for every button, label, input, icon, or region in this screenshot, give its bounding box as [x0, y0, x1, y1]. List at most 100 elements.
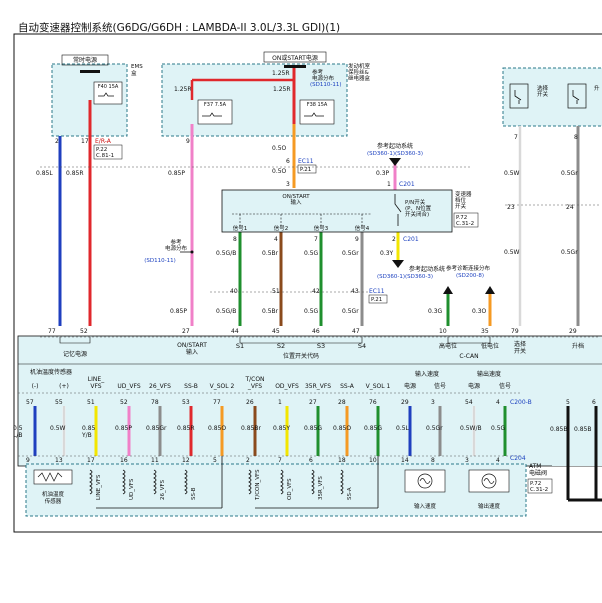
output-speed-header: 输出速度 [477, 370, 501, 378]
pn-switch-label: P/N开关(P、N位置开关闭合) [405, 198, 432, 218]
lower-pin-top-2: 51 [87, 399, 95, 406]
pin-9: 9 [186, 138, 190, 145]
tcm-pin-45: 45 [272, 328, 280, 335]
right-ground-group: 5 6 0.85B 0.85B [550, 393, 602, 502]
line_vfs-coil-icon [89, 469, 93, 495]
od-vfs-header: OD_VFS [275, 383, 299, 390]
fuse-f38-icon [304, 112, 324, 117]
tcm-pin-46: 46 [312, 328, 320, 335]
lower-pin-bot-1: 13 [55, 457, 63, 464]
label-s2: S2 [277, 342, 285, 350]
input_speed-sensor-label: 输入速度 [414, 502, 437, 510]
tcm-pin-27: 27 [182, 328, 190, 335]
wire-label-085p: 0.85P [168, 170, 185, 177]
select-switch-label: 选择开关 [537, 84, 549, 98]
oil-temp-sensor-label: 机油温度 [42, 490, 65, 498]
lower-pin-top-3: 52 [120, 399, 128, 406]
lower-pin-bot-3: 16 [120, 457, 128, 464]
ud-vfs-header: UD_VFS [117, 383, 140, 390]
od_vfs-coil-icon [280, 469, 284, 495]
ref-power-dist-label: 参考电源分布 [312, 68, 335, 82]
pin-2: 2 [55, 138, 59, 145]
wire-label-03y: 0.3Y [380, 250, 394, 257]
lower-wire-label-9: 0.85G [304, 425, 322, 432]
lower-wire-label-8: 0.85Y [273, 425, 290, 432]
lower-pin-top-15: 4 [496, 399, 500, 406]
oil-temp-sensor-icon [33, 469, 73, 485]
lower-headers: 机油温度传感器 (-) (+) LINE_VFS UD_VFS 26_VFS S… [30, 368, 511, 390]
inhibitor-signal-4: 信号4 [355, 224, 370, 232]
od_vfs-coil-label: OD_VFS [287, 478, 293, 500]
up-switch-label: 升 [594, 84, 600, 92]
26_vfs-coil-label: 26_VFS [160, 479, 166, 500]
memory-power-label: 记忆电源 [63, 350, 87, 358]
connector-c204: C204 [510, 455, 526, 462]
lower-pin-top-9: 27 [309, 399, 317, 406]
wire-label-085p-2: 0.85P [170, 308, 187, 315]
lower-wire-label-5: 0.85R [177, 425, 195, 432]
connector-ec11: EC11 [298, 158, 314, 165]
ssa-coil-icon [340, 469, 344, 495]
lower-wire-label-14: 0.5W/B [460, 425, 482, 432]
oil-temp-sensor-label-2: 传感器 [45, 497, 62, 505]
lower-pin-bot-7: 2 [246, 457, 250, 464]
lower-pin-top-11: 76 [369, 399, 377, 406]
power-b-header: 电源 [468, 382, 480, 390]
label-125r-a: 1.25R [272, 70, 290, 77]
lower-pin-top-7: 26 [246, 399, 254, 406]
ec11-ref: P.21 [300, 167, 311, 173]
lower-wire-label-10: 0.85O [333, 425, 351, 432]
tcon-vfs-header: T/CON_VFS [244, 376, 264, 390]
pin-6: 6 [286, 158, 290, 165]
label-s1: S1 [236, 342, 244, 350]
lower-wire-label-2: Y/B [81, 432, 92, 439]
wire-label-05gr-2: 0.5Gr [561, 249, 578, 256]
lower-pin-top-4: 78 [151, 399, 159, 406]
lower-pin-bot-9: 6 [309, 457, 313, 464]
ssb-header: SS-B [184, 383, 198, 390]
wire-label-05o-b: 0.5O [272, 168, 287, 175]
pin-1: 1 [387, 181, 391, 188]
line-vfs-header: LINE_VFS [88, 376, 105, 390]
lower-pin-top-13: 3 [431, 399, 435, 406]
wire-label-085r: 0.85R [66, 170, 84, 177]
wire-label-085l: 0.85L [36, 170, 53, 177]
label-s3: S3 [317, 342, 325, 350]
ref-power-dist-code: (SD110-11) [310, 82, 342, 88]
right-pin-5: 5 [566, 399, 570, 406]
lower-pin-top-6: 77 [213, 399, 221, 406]
up-label: 升档 [572, 342, 584, 350]
pin-17: 17 [81, 138, 89, 145]
wire-mid-4: 0.5Gr [342, 250, 359, 257]
tcm-pin-79: 79 [511, 328, 519, 335]
oil-temp-header: 机油温度传感器 [30, 368, 72, 376]
ssb-coil-icon [184, 469, 188, 495]
inhibitor-signal-3: 信号3 [314, 224, 329, 232]
lower-wire-label-7: 0.85Br [241, 425, 261, 432]
inhibitor-signal-1: 信号1 [233, 224, 248, 232]
fuse-f40-label: F40 15A [98, 84, 119, 90]
lower-wire-label-15: 0.5G [491, 425, 506, 432]
lower-pin-bot-5: 12 [182, 457, 190, 464]
power-a-header: 电源 [404, 382, 416, 390]
fuse-f37-icon [202, 112, 222, 117]
wire-mid-2: 0.5Br [262, 250, 279, 257]
lower-pin-bot-14: 3 [465, 457, 469, 464]
35r_vfs-coil-label: 35R_VFS [318, 476, 324, 500]
tcm-pin-52: 52 [80, 328, 88, 335]
lower-wire-label-1: 0.5W [50, 425, 66, 432]
line_vfs-coil-label: LINE_VFS [96, 474, 102, 500]
wire-mid-1b: 0.5G/B [216, 308, 236, 315]
pin-23: 23 [507, 204, 515, 211]
always-power-label: 常时电源 [73, 56, 97, 64]
tcon_vfs-coil-icon [248, 469, 252, 495]
pin-2-mid: 2 [392, 236, 396, 243]
